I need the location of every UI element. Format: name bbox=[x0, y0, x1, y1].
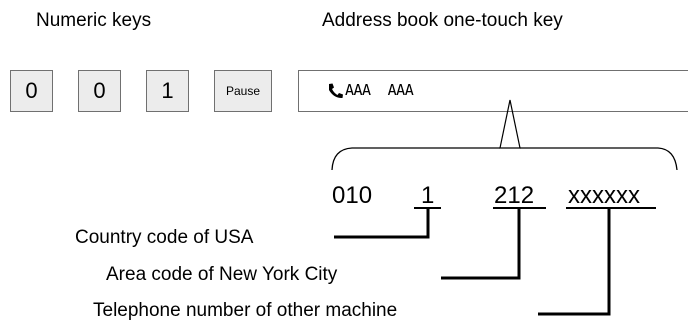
telephone-number-label: Telephone number of other machine bbox=[93, 300, 398, 321]
address-entry-name: AAA AAA bbox=[345, 81, 414, 99]
phone-icon bbox=[329, 83, 343, 99]
dial-prefix: 010 bbox=[332, 182, 373, 209]
country-leader bbox=[334, 208, 430, 239]
brace bbox=[331, 147, 678, 171]
numeric-keys-label: Numeric keys bbox=[36, 10, 152, 31]
country-code-label: Country code of USA bbox=[75, 227, 254, 248]
telephone-digits: xxxxxx bbox=[568, 182, 640, 209]
area-leader bbox=[441, 208, 521, 280]
area-code-digits: 212 bbox=[494, 182, 535, 209]
entry-name-part-1: AAA bbox=[345, 81, 371, 99]
key-0-first[interactable]: 0 bbox=[10, 70, 53, 112]
pointer-arrow bbox=[499, 99, 521, 149]
address-book-label: Address book one-touch key bbox=[322, 10, 563, 31]
telephone-leader bbox=[538, 208, 611, 316]
area-code-label: Area code of New York City bbox=[106, 264, 338, 285]
pause-key[interactable]: Pause bbox=[214, 70, 272, 112]
key-1[interactable]: 1 bbox=[146, 70, 189, 112]
country-code-digits: 1 bbox=[421, 182, 435, 209]
entry-name-part-2: AAA bbox=[387, 81, 414, 99]
key-0-second[interactable]: 0 bbox=[78, 70, 121, 112]
address-book-one-touch-key[interactable]: AAA AAA bbox=[298, 70, 688, 112]
